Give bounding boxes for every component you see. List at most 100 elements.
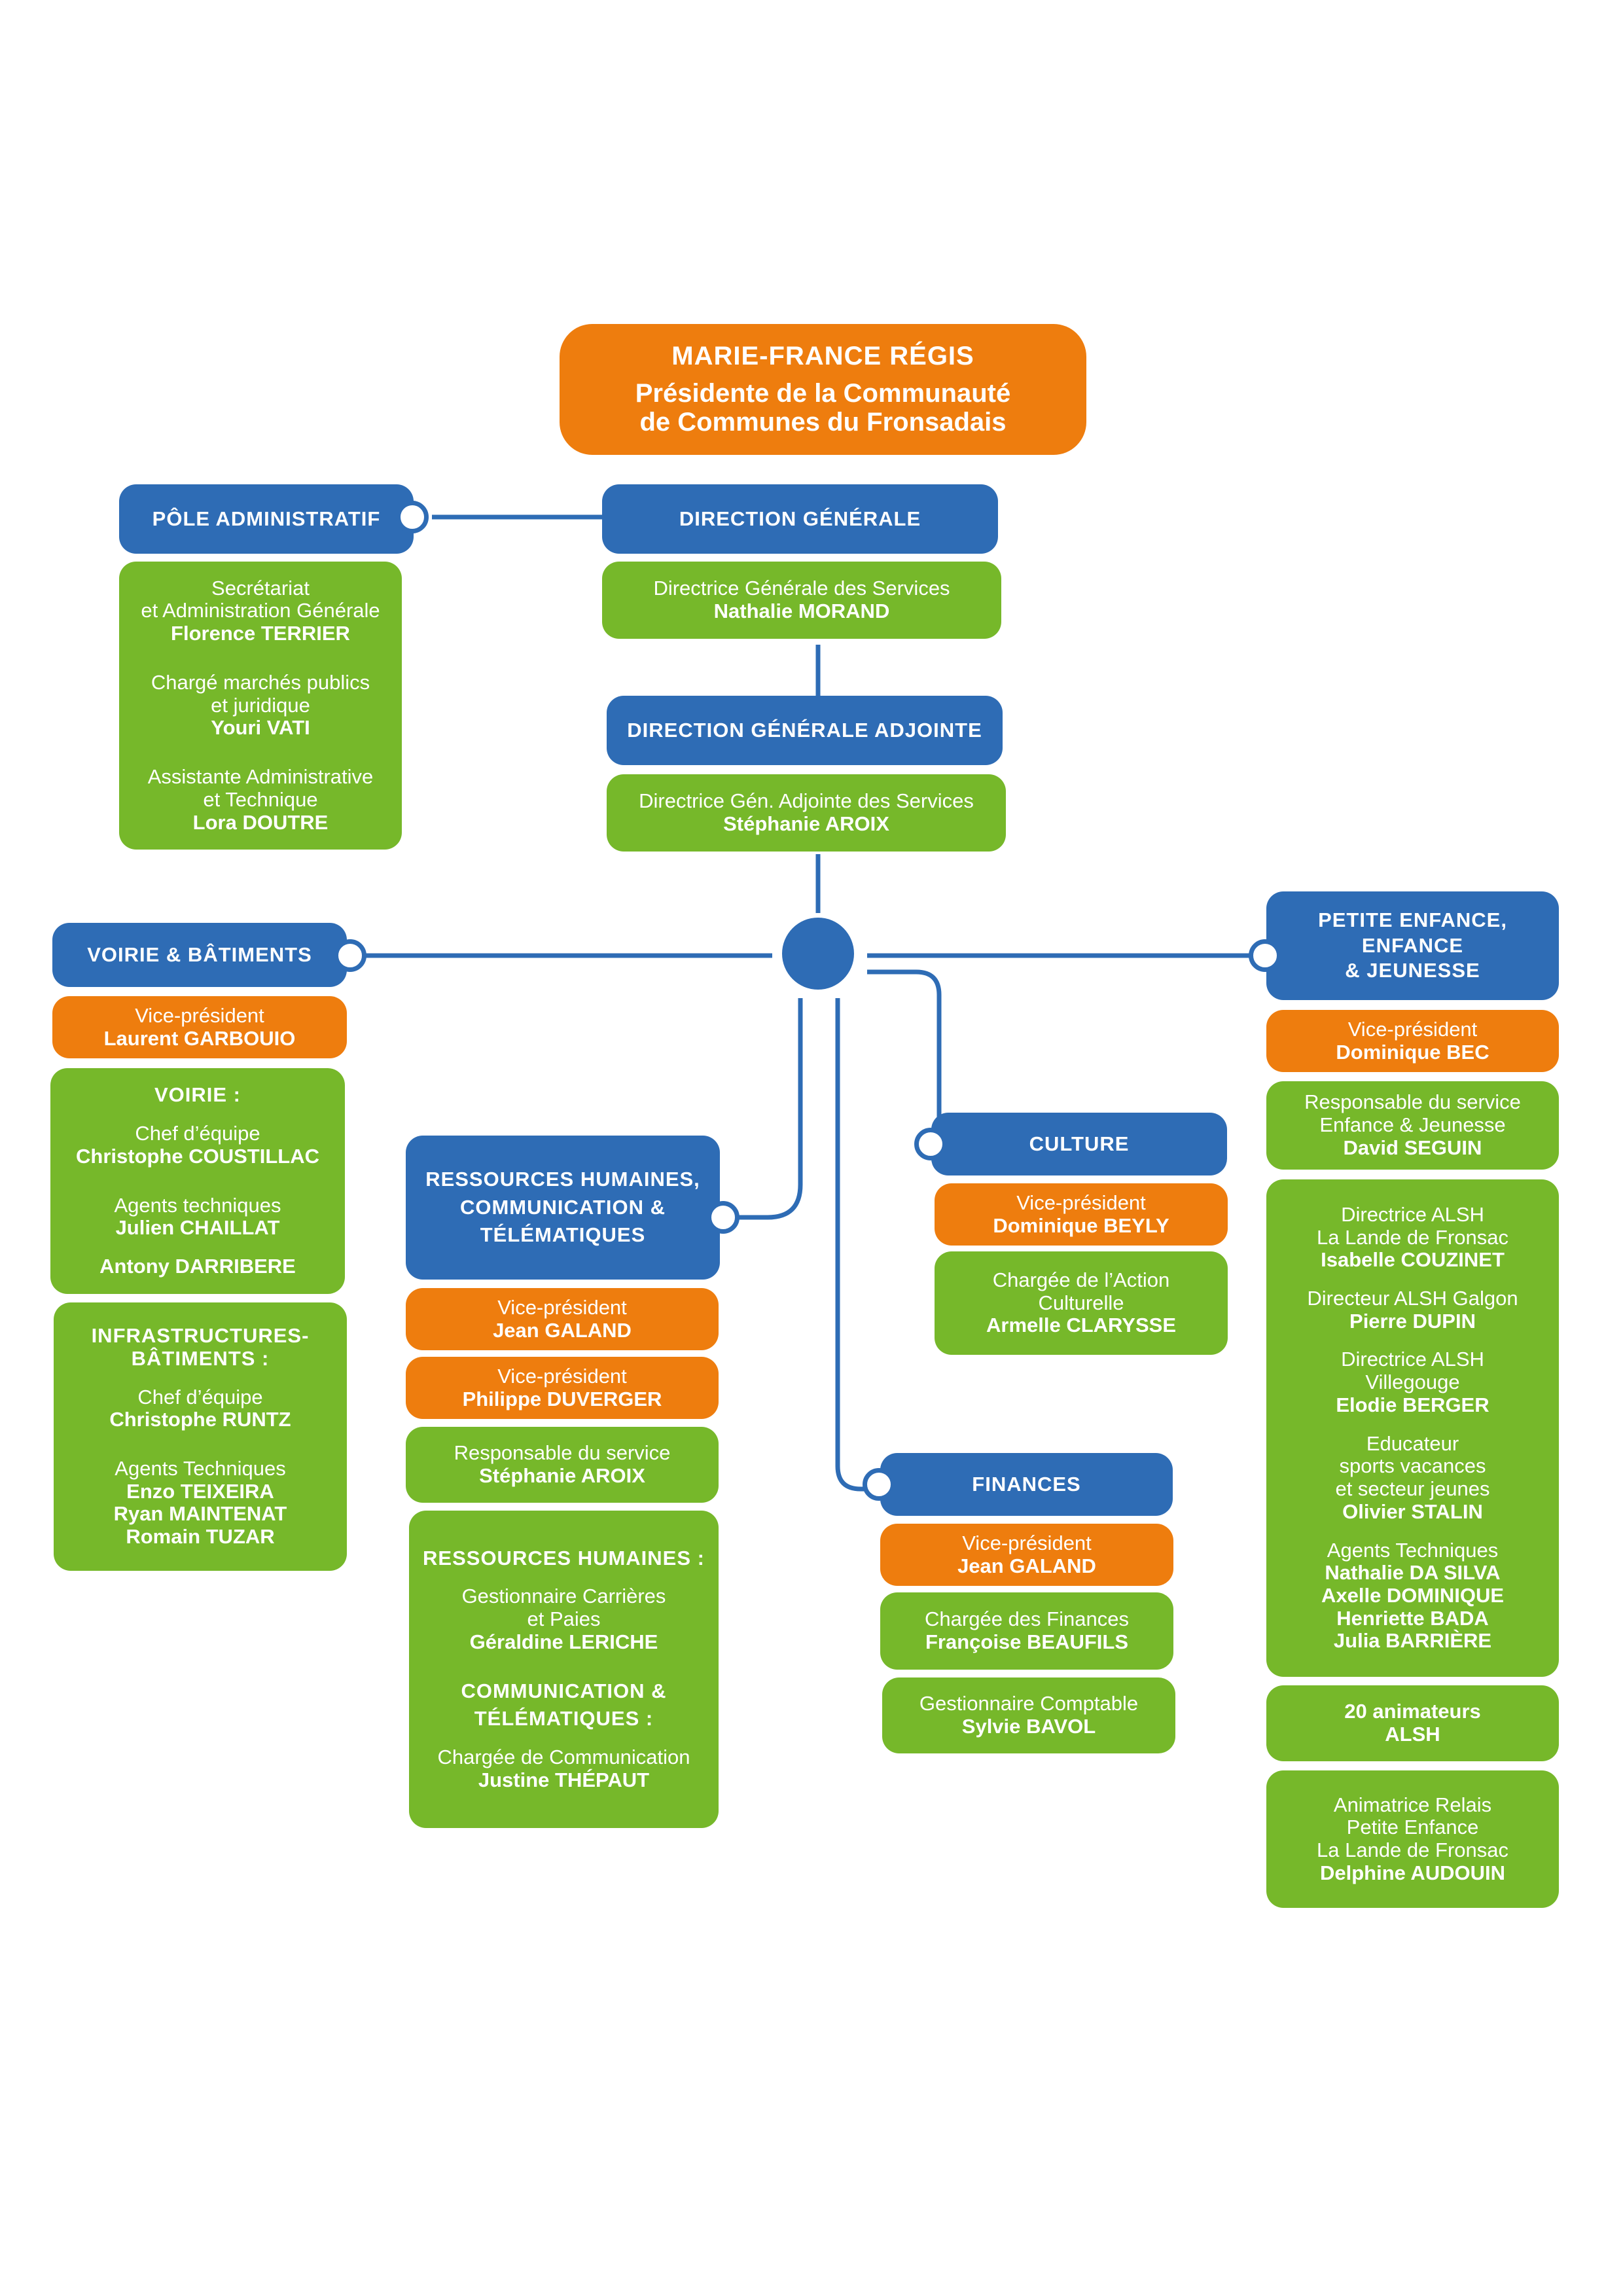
pe-agents-role: Agents Techniques <box>1327 1538 1499 1562</box>
pole-admin-staff: Secrétariat et Administration Générale F… <box>119 562 402 850</box>
pole-admin-connector-knob <box>396 501 429 533</box>
infra-person-4: Romain TUZAR <box>126 1525 275 1549</box>
pe-vp-role: Vice-président <box>1347 1017 1478 1041</box>
rh-person: Géraldine LERICHE <box>469 1630 658 1653</box>
edu-person: Olivier STALIN <box>1342 1499 1483 1523</box>
petite-enfance-connector-knob <box>1249 939 1281 972</box>
finances-vp-person: Jean GALAND <box>957 1554 1096 1577</box>
rh-resp-person: Stéphanie AROIX <box>479 1464 645 1487</box>
alsh2-person: Pierre DUPIN <box>1349 1309 1476 1333</box>
infra-title-2: BÂTIMENTS : <box>131 1346 270 1370</box>
rh-role-2: et Paies <box>527 1607 601 1631</box>
culture-role-1: Chargée de l’Action <box>992 1268 1170 1291</box>
com-title-1: COMMUNICATION & <box>461 1679 667 1702</box>
rh-role-1: Gestionnaire Carrières <box>461 1585 666 1608</box>
finances-chargee: Chargée des Finances Françoise BEAUFILS <box>880 1592 1173 1670</box>
pe-agents-person-1: Nathalie DA SILVA <box>1325 1561 1501 1585</box>
finances-connector-knob <box>863 1468 895 1501</box>
finances-person-2: Sylvie BAVOL <box>961 1715 1096 1738</box>
finances-vp-role: Vice-président <box>962 1531 1092 1554</box>
culture-vp: Vice-président Dominique BEYLY <box>935 1183 1228 1246</box>
petite-enfance-header: PETITE ENFANCE, ENFANCE & JEUNESSE <box>1266 891 1559 1000</box>
admin-role-3b: et Technique <box>203 787 318 811</box>
alsh1-person: Isabelle COUZINET <box>1321 1248 1505 1272</box>
rh-vp2-person: Philippe DUVERGER <box>462 1387 662 1410</box>
relais-person: Delphine AUDOUIN <box>1319 1861 1506 1884</box>
rh-vp1-role: Vice-président <box>497 1295 627 1319</box>
admin-role-1b: et Administration Générale <box>141 599 380 622</box>
rh-vp-1: Vice-président Jean GALAND <box>406 1288 719 1350</box>
dga-person: Stéphanie AROIX <box>723 812 889 835</box>
relais-role-1: Animatrice Relais <box>1333 1793 1492 1816</box>
pe-resp-role-2: Enfance & Jeunesse <box>1319 1113 1506 1137</box>
relais-role-3: La Lande de Fronsac <box>1317 1839 1508 1861</box>
petite-enfance-header-line1: PETITE ENFANCE, <box>1318 908 1507 931</box>
rh-vp-2: Vice-président Philippe DUVERGER <box>406 1357 719 1419</box>
admin-role-2b: et juridique <box>211 693 310 717</box>
culture-title: CULTURE <box>1029 1132 1130 1155</box>
voirie-vp-role: Vice-président <box>135 1003 264 1027</box>
petite-enfance-responsable: Responsable du service Enfance & Jeuness… <box>1266 1081 1559 1170</box>
rh-connector-knob <box>707 1201 740 1234</box>
direction-adjointe-header: DIRECTION GÉNÉRALE ADJOINTE <box>607 696 1003 765</box>
pe-agents-person-2: Axelle DOMINIQUE <box>1321 1583 1505 1607</box>
petite-enfance-header-line2: ENFANCE <box>1361 933 1464 957</box>
animateurs-line-1: 20 animateurs <box>1344 1700 1481 1723</box>
culture-role-2: Culturelle <box>1038 1291 1124 1314</box>
petite-enfance-staff: Directrice ALSH La Lande de Fronsac Isab… <box>1266 1179 1559 1677</box>
infra-role-1: Chef d’équipe <box>137 1385 263 1408</box>
admin-person-1: Florence TERRIER <box>171 622 350 645</box>
infra-role-2: Agents Techniques <box>115 1457 286 1480</box>
alsh3-role-2: Villegouge <box>1365 1371 1460 1394</box>
dga-role: Directrice Gén. Adjointe des Services <box>639 789 974 813</box>
rh-header-line3: TÉLÉMATIQUES <box>480 1223 646 1247</box>
rh-vp1-person: Jean GALAND <box>493 1318 632 1342</box>
petite-enfance-relais: Animatrice Relais Petite Enfance La Land… <box>1266 1770 1559 1908</box>
pe-agents-person-4: Julia BARRIÈRE <box>1333 1629 1492 1653</box>
alsh1-role-2: La Lande de Fronsac <box>1317 1225 1508 1249</box>
relais-role-2: Petite Enfance <box>1346 1816 1479 1839</box>
dg-role: Directrice Générale des Services <box>653 577 950 600</box>
president-title-line1: Présidente de la Communauté <box>635 378 1011 408</box>
dg-person: Nathalie MORAND <box>713 600 890 622</box>
direction-adjointe-title: DIRECTION GÉNÉRALE ADJOINTE <box>627 718 982 742</box>
alsh1-role-1: Directrice ALSH <box>1341 1202 1484 1226</box>
finances-title: FINANCES <box>972 1472 1081 1496</box>
petite-enfance-header-line3: & JEUNESSE <box>1345 959 1480 982</box>
edu-role-1: Educateur <box>1366 1431 1459 1455</box>
edu-role-3: et secteur jeunes <box>1335 1477 1490 1501</box>
voirie-title: VOIRIE & BÂTIMENTS <box>87 942 312 966</box>
com-role: Chargée de Communication <box>437 1745 690 1768</box>
direction-adjointe-staff: Directrice Gén. Adjointe des Services St… <box>607 774 1006 852</box>
rh-staff: RESSOURCES HUMAINES : Gestionnaire Carri… <box>409 1511 719 1828</box>
petite-enfance-vp: Vice-président Dominique BEC <box>1266 1010 1559 1072</box>
culture-connector-knob <box>914 1128 947 1160</box>
voirie-person-2: Julien CHAILLAT <box>115 1216 280 1240</box>
voirie-header: VOIRIE & BÂTIMENTS <box>52 923 347 987</box>
finances-gestionnaire: Gestionnaire Comptable Sylvie BAVOL <box>882 1677 1175 1753</box>
rh-resp-role: Responsable du service <box>454 1441 671 1465</box>
president-name: MARIE-FRANCE RÉGIS <box>671 341 974 370</box>
culture-person: Armelle CLARYSSE <box>986 1314 1176 1337</box>
admin-role-1a: Secrétariat <box>211 576 310 600</box>
voirie-section-title: VOIRIE : <box>154 1083 241 1107</box>
voirie-connector-knob <box>334 939 366 972</box>
culture-staff: Chargée de l’Action Culturelle Armelle C… <box>935 1251 1228 1355</box>
com-title-2: TÉLÉMATIQUES : <box>474 1707 654 1731</box>
voirie-person-3: Antony DARRIBERE <box>99 1254 296 1278</box>
rh-header-line2: COMMUNICATION & <box>459 1195 666 1219</box>
rh-header: RESSOURCES HUMAINES, COMMUNICATION & TÉL… <box>406 1136 720 1280</box>
com-person: Justine THÉPAUT <box>478 1768 650 1791</box>
rh-section-title: RESSOURCES HUMAINES : <box>423 1546 705 1570</box>
rh-vp2-role: Vice-président <box>497 1364 627 1388</box>
voirie-role-1: Chef d’équipe <box>135 1122 260 1145</box>
direction-generale-title: DIRECTION GÉNÉRALE <box>679 507 921 530</box>
admin-person-2: Youri VATI <box>211 716 310 740</box>
voirie-staff: VOIRIE : Chef d’équipe Christophe COUSTI… <box>50 1068 345 1294</box>
connector-hub-rh <box>726 998 803 1220</box>
voirie-vp: Vice-président Laurent GARBOUIO <box>52 996 347 1058</box>
rh-header-line1: RESSOURCES HUMAINES, <box>425 1167 700 1191</box>
alsh2-role: Directeur ALSH Galgon <box>1307 1287 1518 1310</box>
pe-resp-role-1: Responsable du service <box>1304 1090 1521 1114</box>
culture-vp-person: Dominique BEYLY <box>993 1213 1169 1237</box>
